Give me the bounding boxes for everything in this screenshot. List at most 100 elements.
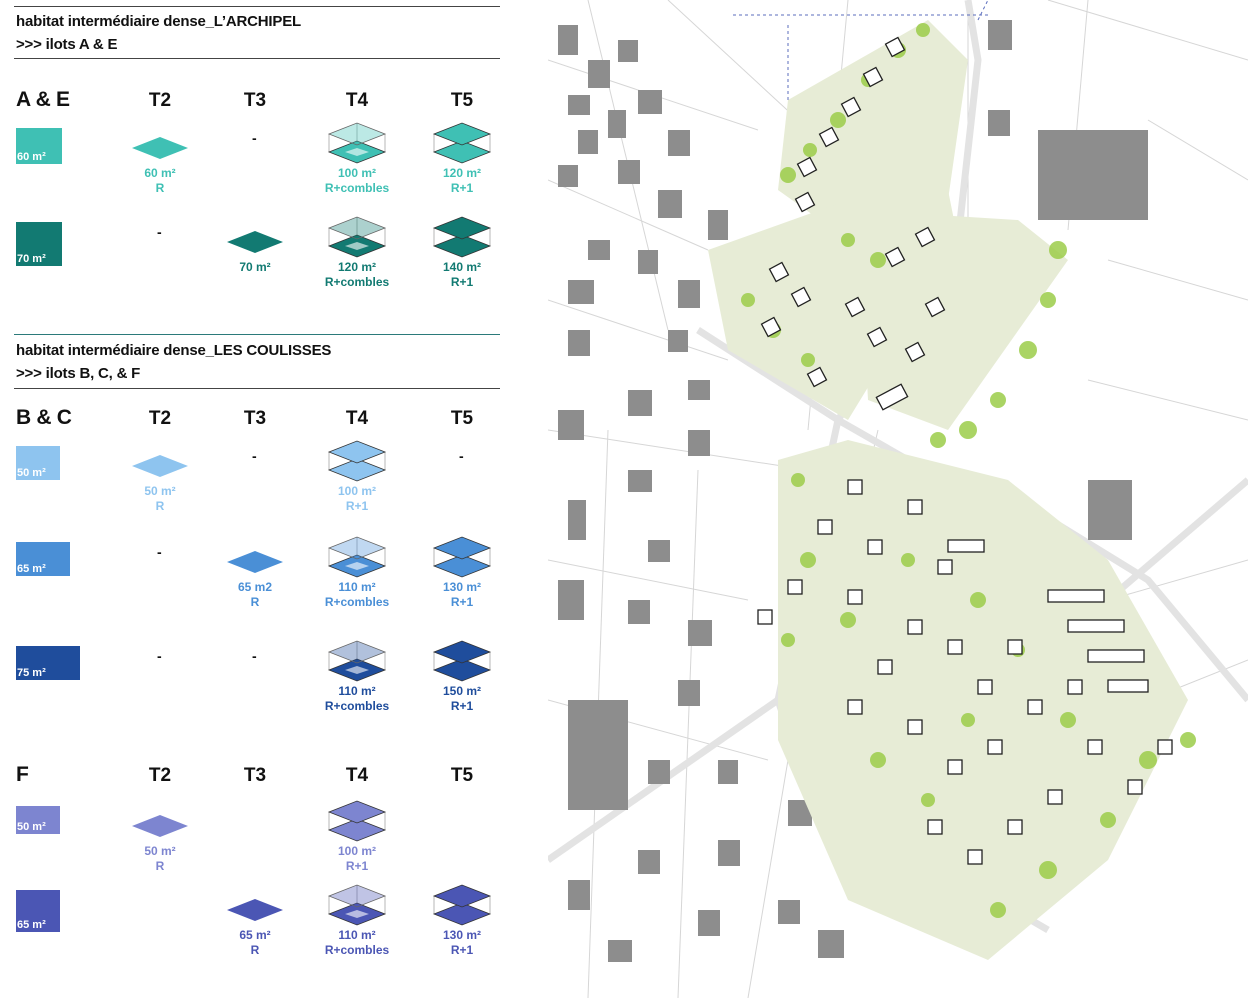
- column-header-t4: T4: [345, 765, 369, 786]
- unit-area: 110 m²: [338, 684, 376, 698]
- unit-area: 50 m²: [144, 844, 176, 858]
- unit-area: 140 m²: [442, 260, 482, 274]
- double-unit-icon: [327, 800, 387, 842]
- empty-cell-dash: -: [252, 448, 257, 464]
- typology-legend-panel: habitat intermédiaire dense_L’ARCHIPEL >…: [0, 0, 530, 998]
- double-unit-icon: [327, 440, 387, 482]
- unit-level: R: [250, 943, 260, 957]
- unit-area: 60 m²: [144, 166, 176, 180]
- unit-area: 100 m²: [337, 484, 377, 498]
- double-unit-icon: [432, 122, 492, 164]
- unit-area: 50 m²: [144, 484, 176, 498]
- top-divider: [14, 6, 500, 7]
- swatch-label: 50 m²: [17, 467, 46, 479]
- empty-cell-dash: -: [157, 224, 162, 240]
- column-header-t2: T2: [148, 90, 172, 111]
- swatch-label: 65 m²: [17, 563, 46, 575]
- site-plan-map: [548, 0, 1248, 998]
- unit-area: 70 m²: [239, 260, 271, 274]
- unit-area: 100 m²: [337, 844, 377, 858]
- flat-unit-icon: [227, 231, 283, 253]
- unit-level: R+1: [450, 275, 474, 289]
- unit-area: 100 m²: [337, 166, 377, 180]
- empty-cell-dash: -: [252, 130, 257, 146]
- column-header-t4: T4: [345, 90, 369, 111]
- combles-unit-icon: [327, 884, 387, 926]
- green-lots: [708, 20, 1188, 960]
- flat-unit-icon: [132, 455, 188, 477]
- unit-area: 120 m²: [337, 260, 377, 274]
- swatch-label: 60 m²: [17, 151, 46, 163]
- section1-title: habitat intermédiaire dense_L’ARCHIPEL: [16, 13, 301, 30]
- section2-divider: [14, 388, 500, 389]
- flat-unit-icon: [227, 899, 283, 921]
- unit-level: R+1: [450, 595, 474, 609]
- section-break-divider: [14, 334, 500, 335]
- unit-area: 130 m²: [442, 580, 482, 594]
- column-header-t3: T3: [243, 90, 267, 111]
- area-swatch: 70 m²: [16, 222, 62, 266]
- double-unit-icon: [432, 640, 492, 682]
- group-label: F: [16, 763, 29, 786]
- area-swatch: 75 m²: [16, 646, 80, 680]
- empty-cell-dash: -: [157, 648, 162, 664]
- column-header-t3: T3: [243, 765, 267, 786]
- combles-unit-icon: [327, 536, 387, 578]
- unit-level: R+combles: [324, 595, 390, 609]
- flat-unit-icon: [132, 815, 188, 837]
- existing-buildings: [558, 20, 1148, 962]
- unit-area: 110 m²: [338, 928, 376, 942]
- site-boundary: [733, 0, 989, 100]
- double-unit-icon: [432, 536, 492, 578]
- section2-subtitle: >>> ilots B, C, & F: [16, 365, 141, 382]
- area-swatch: 50 m²: [16, 446, 60, 480]
- area-swatch: 60 m²: [16, 128, 62, 164]
- column-header-t5: T5: [450, 408, 474, 429]
- unit-level: R+1: [345, 859, 369, 873]
- column-header-t3: T3: [243, 408, 267, 429]
- flat-unit-icon: [227, 551, 283, 573]
- unit-level: R+1: [450, 943, 474, 957]
- unit-area: 120 m²: [442, 166, 482, 180]
- unit-level: R+combles: [324, 181, 390, 195]
- typology-cell: 70 m²: [200, 216, 310, 275]
- area-swatch: 65 m²: [16, 890, 60, 932]
- unit-level: R+combles: [324, 699, 390, 713]
- empty-cell-dash: -: [157, 544, 162, 560]
- unit-level: R: [155, 181, 165, 195]
- section1-subtitle: >>> ilots A & E: [16, 36, 118, 53]
- empty-cell-dash: -: [459, 448, 464, 464]
- unit-level: R+1: [450, 181, 474, 195]
- unit-level: R: [250, 595, 260, 609]
- area-swatch: 50 m²: [16, 806, 60, 834]
- empty-cell-dash: -: [252, 648, 257, 664]
- swatch-label: 65 m²: [17, 919, 46, 931]
- area-swatch: 65 m²: [16, 542, 70, 576]
- unit-area: 130 m²: [442, 928, 482, 942]
- column-header-t2: T2: [148, 408, 172, 429]
- combles-unit-icon: [327, 640, 387, 682]
- unit-level: R+1: [450, 699, 474, 713]
- column-header-t2: T2: [148, 765, 172, 786]
- section2-title: habitat intermédiaire dense_LES COULISSE…: [16, 342, 332, 359]
- swatch-label: 50 m²: [17, 821, 46, 833]
- unit-area: 150 m²: [442, 684, 482, 698]
- unit-level: R: [155, 499, 165, 513]
- combles-unit-icon: [327, 122, 387, 164]
- double-unit-icon: [432, 884, 492, 926]
- column-header-t4: T4: [345, 408, 369, 429]
- combles-unit-icon: [327, 216, 387, 258]
